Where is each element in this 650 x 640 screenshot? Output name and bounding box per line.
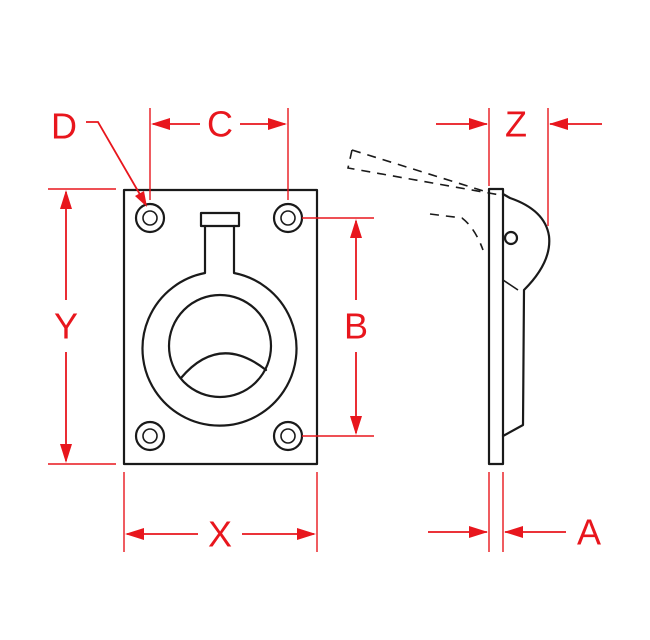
hole-bottom-left [134,420,166,452]
ring-inner [167,293,273,399]
side-view [347,149,551,466]
dim-D: D [51,106,147,207]
front-view [122,188,319,466]
label-C: C [207,104,233,145]
dim-A: A [428,472,601,553]
finger-recess [179,352,268,380]
dim-B: B [302,217,374,437]
hole-top-right [272,202,304,234]
open-position-ghost [347,149,501,251]
side-plate [487,187,505,466]
hole-top-left [134,202,166,234]
dim-Z: Z [436,104,602,226]
hinge-body [501,192,551,438]
hinge-slot [199,211,241,228]
plate-outline [122,188,319,466]
label-Y: Y [54,306,78,347]
dim-C: C [149,104,289,200]
label-Z: Z [505,104,527,145]
label-B: B [344,306,368,347]
dim-Y: Y [48,188,116,465]
label-A: A [577,512,601,553]
dim-X: X [123,472,318,555]
label-D: D [51,106,77,147]
hinge-inner [502,279,519,291]
hole-bottom-right [272,420,304,452]
ring-outer [141,224,298,427]
label-X: X [208,514,232,555]
pivot-pin [503,230,519,246]
